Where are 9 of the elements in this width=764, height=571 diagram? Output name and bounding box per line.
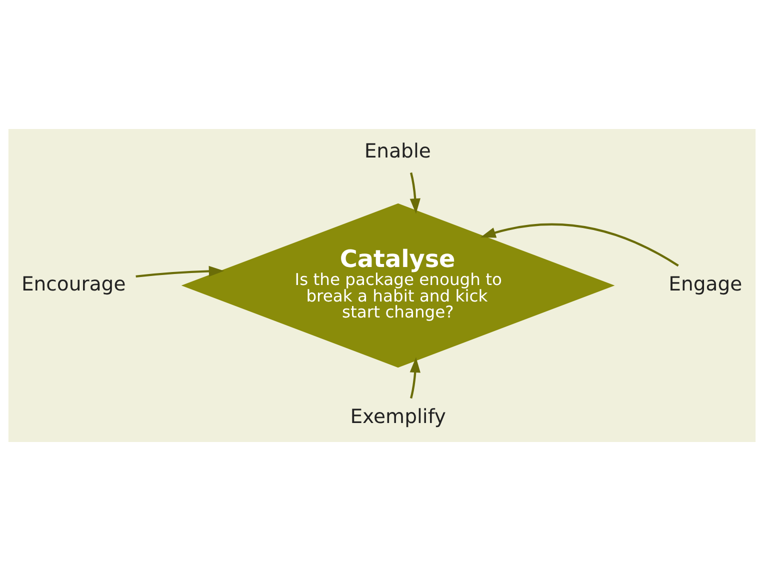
node-text: Engage [668,272,742,296]
node-text: Enable [364,140,431,163]
arrow [410,172,420,214]
node-diamond: Catalyse Is the package enough to break a habit and kick start change? [181,203,615,368]
node-text: Encourage [21,272,126,296]
arrow [480,223,679,267]
arrow [136,266,224,278]
arrow [410,357,420,399]
node-text: Exemplify [350,404,446,428]
